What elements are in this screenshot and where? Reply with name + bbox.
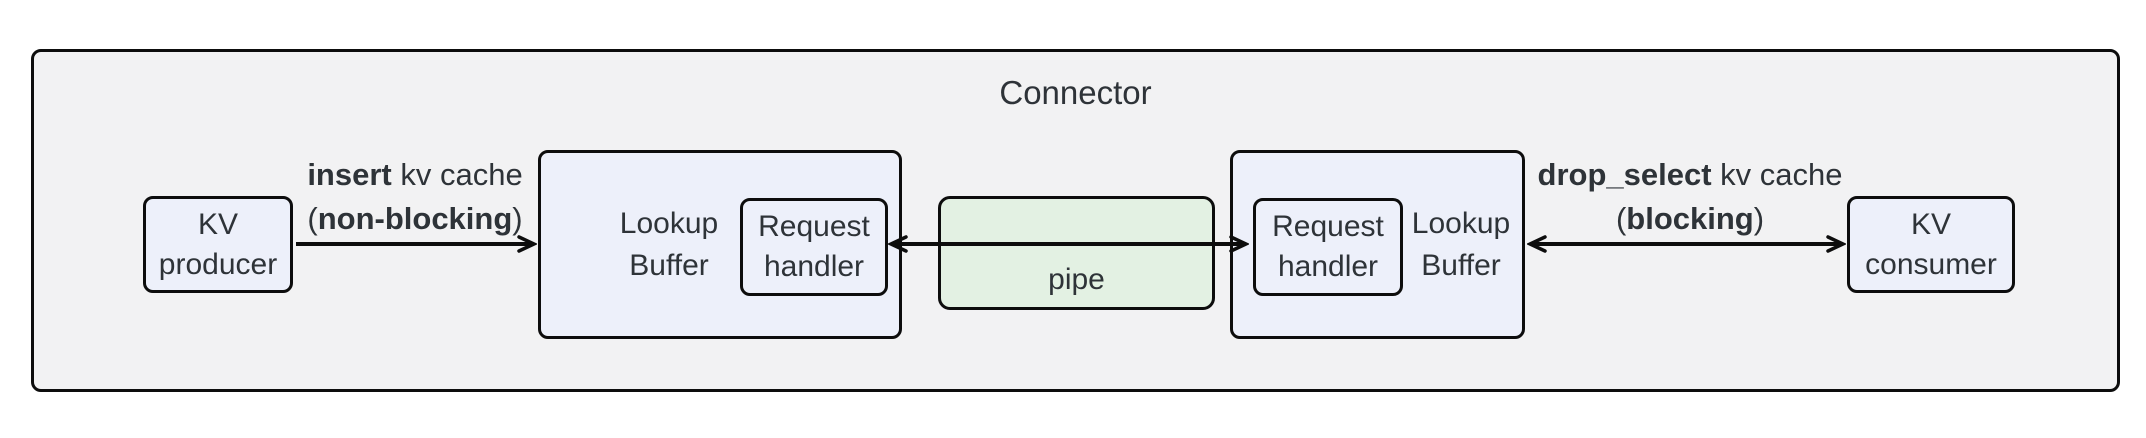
kv-producer-label-line1: KV <box>197 207 239 241</box>
request-handler-left-label-line1: Request <box>758 210 870 243</box>
lookup-buffer-right-label-line2: Buffer <box>1421 248 1501 282</box>
request-handler-left-node: Request handler <box>740 198 888 296</box>
drop-select-keyword: drop_select <box>1537 157 1712 192</box>
drop-select-edge-label-line2: (blocking) <box>1505 197 1875 241</box>
request-handler-right-label-line1: Request <box>1272 210 1384 243</box>
non-blocking-keyword: non-blocking <box>317 201 513 236</box>
kv-consumer-node: KV consumer <box>1847 196 2015 293</box>
pipe-label: pipe <box>1048 263 1105 296</box>
kv-consumer-label-line2: consumer <box>1865 247 1997 281</box>
lookup-buffer-right-node: Request handler Lookup Buffer <box>1230 150 1525 339</box>
blocking-keyword: blocking <box>1626 201 1754 236</box>
insert-keyword: insert <box>307 157 392 192</box>
lookup-buffer-right-label: Lookup Buffer <box>1361 153 1561 336</box>
lookup-buffer-left-label: Lookup Buffer <box>569 153 769 336</box>
drop-select-edge-label-line1: drop_select kv cache <box>1505 153 1875 197</box>
kv-producer-label-line2: producer <box>158 247 278 281</box>
insert-edge-label-line1: insert kv cache <box>235 153 595 197</box>
kv-consumer-label-line1: KV <box>1910 207 1952 241</box>
request-handler-right-node: Request handler <box>1253 198 1403 296</box>
lookup-buffer-left-label-line1: Lookup <box>619 206 719 240</box>
request-handler-right-label-line2: handler <box>1277 250 1379 283</box>
insert-paren-close: ) <box>512 201 523 236</box>
drop-select-rest-text: kv cache <box>1711 157 1843 192</box>
lookup-buffer-right-label-line1: Lookup <box>1411 206 1511 240</box>
connector-title: Connector <box>999 74 1152 111</box>
kv-producer-node: KV producer <box>143 196 293 293</box>
lookup-buffer-left-label-line2: Buffer <box>629 248 709 282</box>
drop-select-paren-open: ( <box>1615 201 1627 236</box>
insert-edge-label: insert kv cache (non-blocking) <box>235 153 595 241</box>
connector-container: Connector KV producer insert kv cache (n… <box>31 49 2120 392</box>
request-handler-left-label-line2: handler <box>763 250 865 283</box>
insert-edge-label-line2: (non-blocking) <box>235 197 595 241</box>
insert-rest-text: kv cache <box>391 157 523 192</box>
insert-paren-open: ( <box>307 201 318 236</box>
drop-select-paren-close: ) <box>1753 201 1765 236</box>
drop-select-edge-label: drop_select kv cache (blocking) <box>1505 153 1875 241</box>
pipe-node: pipe <box>938 196 1215 310</box>
